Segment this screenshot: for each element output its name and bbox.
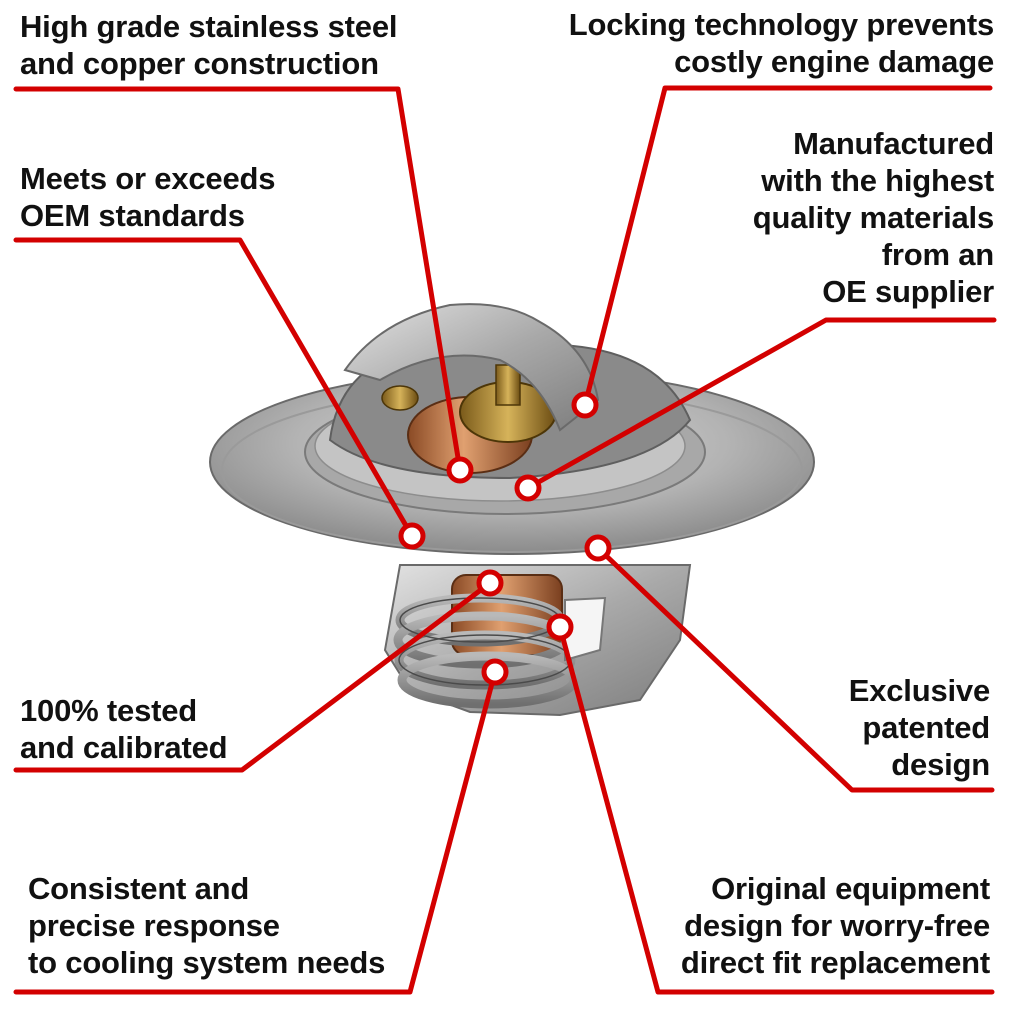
callout-c2: Locking technology prevents costly engin… xyxy=(568,7,994,79)
callout-dot-c8 xyxy=(546,613,574,641)
callout-dot-c3 xyxy=(398,522,426,550)
leader-lines xyxy=(13,85,997,995)
leader-line-c1 xyxy=(13,86,463,473)
callout-dots xyxy=(398,391,612,686)
callout-dot-c2 xyxy=(571,391,599,419)
callout-dot-c1 xyxy=(446,456,474,484)
leader-line-c3 xyxy=(13,237,415,539)
callout-c7: Consistent and precise response to cooli… xyxy=(28,871,386,980)
thermostat-icon xyxy=(209,303,815,717)
callout-dot-c5 xyxy=(476,569,504,597)
callout-dot-c7 xyxy=(481,658,509,686)
callout-c1: High grade stainless steel and copper co… xyxy=(20,9,398,81)
leader-line-c8 xyxy=(557,624,995,995)
leader-line-c4 xyxy=(525,317,997,491)
callout-c6: Exclusive patented design xyxy=(848,673,990,782)
callout-dot-c4 xyxy=(514,474,542,502)
callout-c8: Original equipment design for worry-free… xyxy=(680,871,990,980)
callout-c4: Manufactured with the highest quality ma… xyxy=(752,126,994,309)
leader-line-c6 xyxy=(595,545,995,793)
callout-c3: Meets or exceeds OEM standards xyxy=(20,161,276,233)
leader-line-c7 xyxy=(13,669,498,995)
callout-c5: 100% tested and calibrated xyxy=(20,693,228,765)
callout-dot-c6 xyxy=(584,534,612,562)
leader-line-c5 xyxy=(13,580,493,773)
leader-line-c2 xyxy=(582,85,993,408)
